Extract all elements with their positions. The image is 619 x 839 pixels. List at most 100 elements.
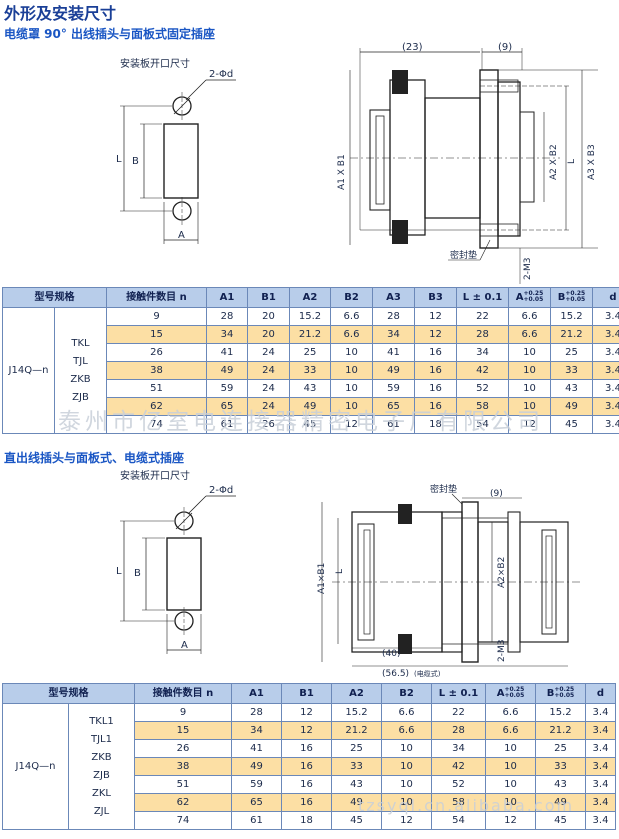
series-item: ZKB [91,751,112,763]
cable-type-label: (电缆式) [414,669,441,678]
table-cell: 10 [485,793,536,812]
header-B: B+0.25+0.05 [535,683,586,704]
header-B: B+0.25+0.05 [550,287,593,308]
tolerance: +0.25+0.05 [504,686,524,699]
table-cell: 21.2 [535,721,586,740]
table-cell: 10 [508,379,551,398]
dim-A: A [178,230,185,241]
table-cell: 3.4 [592,397,619,416]
cutout-label-2: 安装板开口尺寸 [120,469,190,482]
table-cell: 22 [456,307,509,326]
table-cell: 15.2 [535,703,586,722]
model-cell: J14Q—n [2,703,69,830]
table-cell: 28 [431,721,486,740]
table-cell: 49 [550,397,593,416]
header-A: A+0.25+0.05 [485,683,536,704]
table-cell: 43 [289,379,331,398]
table-cell: 25 [331,739,382,758]
table-cell: 45 [331,811,382,830]
table-cell: 28 [456,325,509,344]
table-cell: 16 [414,343,457,362]
table-cell: 18 [281,811,332,830]
header-cell: B2 [330,287,373,308]
hole-label: 2-Φd [209,69,233,80]
watermark-url: tzsyql.cn.alibaba.com [358,796,575,815]
header-cell: A3 [372,287,415,308]
table-cell: 59 [231,775,282,794]
table-cell: 3.4 [592,415,619,434]
cutout-drawing-2: 安装板开口尺寸 2-Φd L B A [116,469,236,654]
table-cell: 3.4 [585,811,616,830]
table-cell: 3.4 [592,307,619,326]
table-cell: 59 [206,379,248,398]
table-cell: 34 [456,343,509,362]
header-A: A+0.25+0.05 [508,287,551,308]
dim-9: (9) [498,42,512,53]
table-cell: 74 [134,811,232,830]
table-cell: 51 [106,379,207,398]
table-cell: 3.4 [585,793,616,812]
table-cell: 33 [331,757,382,776]
table-cell: 10 [508,361,551,380]
table-cell: 21.2 [331,721,382,740]
section2-subtitle: 直出线插头与面板式、电缆式插座 [4,451,185,465]
dim-40: (40) [382,649,400,659]
dim-M3-2: 2-M3 [497,640,507,662]
dim-56-5: (56.5) [382,669,409,679]
table-cell: 21.2 [289,325,331,344]
table-cell: 10 [330,361,373,380]
hole-bottom [172,201,192,221]
hole-bottom-2 [174,611,194,631]
table-cell: 34 [372,325,415,344]
table-cell: 20 [247,325,290,344]
table-cell: 49 [206,361,248,380]
table-cell: 6.6 [381,703,432,722]
table-cell: 10 [330,343,373,362]
table-cell: 28 [206,307,248,326]
table-cell: 3.4 [585,721,616,740]
table-cell: 33 [535,757,586,776]
section1-subtitle: 电缆罩 90° 出线插头与面板式固定插座 [4,27,216,41]
table-cell: 51 [134,775,232,794]
cutout-label: 安装板开口尺寸 [120,57,190,70]
dim-B-2: B [134,568,141,579]
series-item: TKL [71,337,90,349]
table-cell: 10 [381,775,432,794]
table-cell: 43 [331,775,382,794]
table-cell: 16 [281,793,332,812]
header-cell: 型号规格 [2,683,135,704]
tol-plus: +0.25 [523,289,544,297]
tolerance: +0.25+0.05 [565,290,585,303]
tol-name: B [546,687,555,699]
table-cell: 3.4 [592,343,619,362]
header-d: d [585,683,616,704]
tol-plus: +0.25 [554,685,575,693]
table-cell: 24 [247,361,290,380]
tol-minus: +0.05 [554,691,575,699]
table-cell: 33 [550,361,593,380]
header-cell: B1 [281,683,332,704]
table-cell: 65 [206,397,248,416]
table-cell: 3.4 [592,361,619,380]
table-cell: 3.4 [585,775,616,794]
table-cell: 41 [206,343,248,362]
tol-name: A [515,291,524,303]
table-cell: 24 [247,343,290,362]
tol-minus: +0.05 [523,295,544,303]
table-cell: 15.2 [289,307,331,326]
table-cell: 6.6 [508,325,551,344]
connector-side-drawing-1: (23) (9) A1 X B1 A2 X B2 L A3 X B3 密封垫 2… [337,42,598,284]
table-cell: 3.4 [585,757,616,776]
header-cell: A2 [331,683,382,704]
